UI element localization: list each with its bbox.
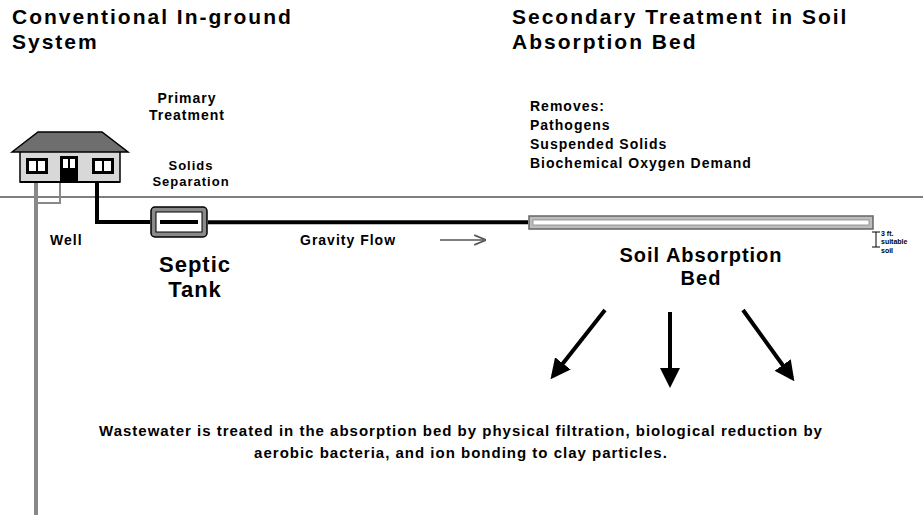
list-item: Biochemical Oxygen Demand	[530, 155, 830, 172]
percolation-arrows	[553, 310, 792, 384]
house-icon	[12, 132, 128, 182]
list-item: Suspended Solids	[530, 136, 830, 153]
stage-label: Primary Treatment	[132, 90, 242, 124]
tank-shape	[150, 206, 208, 238]
septic-tank: Septic Tank	[140, 206, 250, 303]
part-label: Soil Absorption Bed	[596, 244, 806, 290]
list-item: Pathogens	[530, 117, 830, 134]
drain-pipe	[97, 182, 150, 222]
dimension-label: 3 ft. suitable soil	[881, 230, 920, 255]
flow-label: Gravity Flow	[298, 232, 398, 249]
bed-shape	[528, 215, 874, 230]
absorption-bed: Soil Absorption Bed	[528, 215, 874, 290]
pipe-connector	[208, 220, 528, 224]
bed-outline	[528, 215, 874, 230]
heading: Conventional In-ground System	[12, 4, 372, 54]
part-label: Well	[50, 232, 110, 249]
well-pipe	[36, 178, 60, 515]
heading: Secondary Treatment in Soil Absorption B…	[512, 4, 892, 54]
part-label: Septic Tank	[145, 252, 245, 303]
ground-line	[0, 196, 923, 197]
process-label: Solids Separation	[146, 158, 236, 189]
list-heading: Removes:	[530, 98, 830, 115]
note: Wastewater is treated in the absorption …	[96, 420, 826, 464]
tank-outline	[150, 206, 208, 238]
depth-dimension	[872, 232, 880, 247]
flow-arrow	[440, 239, 485, 241]
